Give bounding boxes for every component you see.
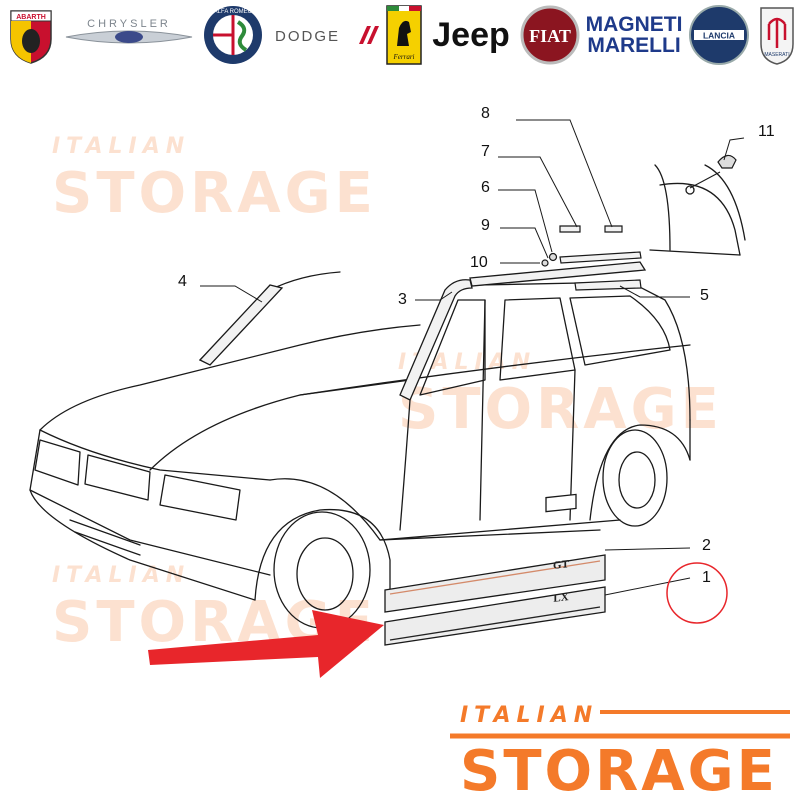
clip-parts	[541, 154, 737, 267]
windscreen-left-trim	[198, 284, 284, 366]
lancia-logo: LANCIA	[686, 4, 752, 66]
maserati-logo: MASERATI	[756, 4, 798, 66]
ferrari-text: Ferrari	[393, 53, 415, 61]
callout-8: 8	[481, 105, 490, 122]
windscreen-right-trim	[399, 279, 473, 401]
callout-6: 6	[481, 179, 490, 196]
callout-10: 10	[470, 254, 488, 271]
highlight-circle	[666, 562, 728, 624]
alfa-romeo-text: ALFA ROMEO	[214, 9, 253, 15]
badge-gt: GT	[553, 558, 570, 572]
dodge-logo: DODGE	[270, 4, 380, 66]
callout-11: 11	[758, 123, 775, 140]
leader-lines	[200, 119, 745, 596]
parts-diagram: GT LX	[29, 119, 746, 678]
dodge-text: DODGE	[275, 28, 340, 45]
brand-logo-bar: ABARTH CHRYSLER ALFA ROMEO DODGE	[0, 0, 800, 70]
roof-strip-upper	[559, 225, 642, 264]
callout-1: 1	[702, 569, 711, 586]
chrysler-logo: CHRYSLER	[62, 4, 196, 66]
callout-3: 3	[398, 291, 407, 308]
jeep-logo: Jeep	[428, 4, 514, 66]
side-trim-strip-gt: GT	[384, 493, 606, 613]
jeep-text: Jeep	[432, 15, 510, 54]
fiat-logo: FIAT	[518, 4, 582, 66]
callout-7: 7	[481, 143, 490, 160]
roof-strip-lower	[574, 279, 642, 291]
magneti-marelli-logo: MAGNETI MARELLI	[585, 4, 683, 66]
pointer-arrow	[148, 610, 384, 678]
alfa-romeo-logo: ALFA ROMEO	[200, 4, 266, 66]
magneti-text: MAGNETI	[585, 13, 683, 36]
chrysler-text: CHRYSLER	[87, 18, 171, 30]
italian-storage-logo: ITALIAN STORAGE	[440, 700, 800, 804]
abarth-text: ABARTH	[16, 14, 46, 21]
ferrari-logo: Ferrari	[384, 4, 424, 66]
marelli-text: MARELLI	[587, 34, 681, 57]
callout-5: 5	[700, 287, 709, 304]
callout-9: 9	[481, 217, 490, 234]
roof-rail-trim	[469, 261, 647, 287]
abarth-logo: ABARTH	[4, 4, 58, 66]
fiat-text: FIAT	[529, 26, 571, 46]
lancia-text: LANCIA	[703, 31, 735, 41]
callout-4: 4	[178, 273, 187, 290]
maserati-text: MASERATI	[764, 52, 789, 58]
badge-lx: LX	[553, 591, 568, 605]
car-body-drawing	[29, 164, 746, 629]
logo-bottom-text: STORAGE	[460, 739, 778, 800]
side-trim-strip-lx: LX	[384, 586, 606, 646]
logo-top-text: ITALIAN	[460, 703, 598, 728]
callout-2: 2	[702, 537, 711, 554]
